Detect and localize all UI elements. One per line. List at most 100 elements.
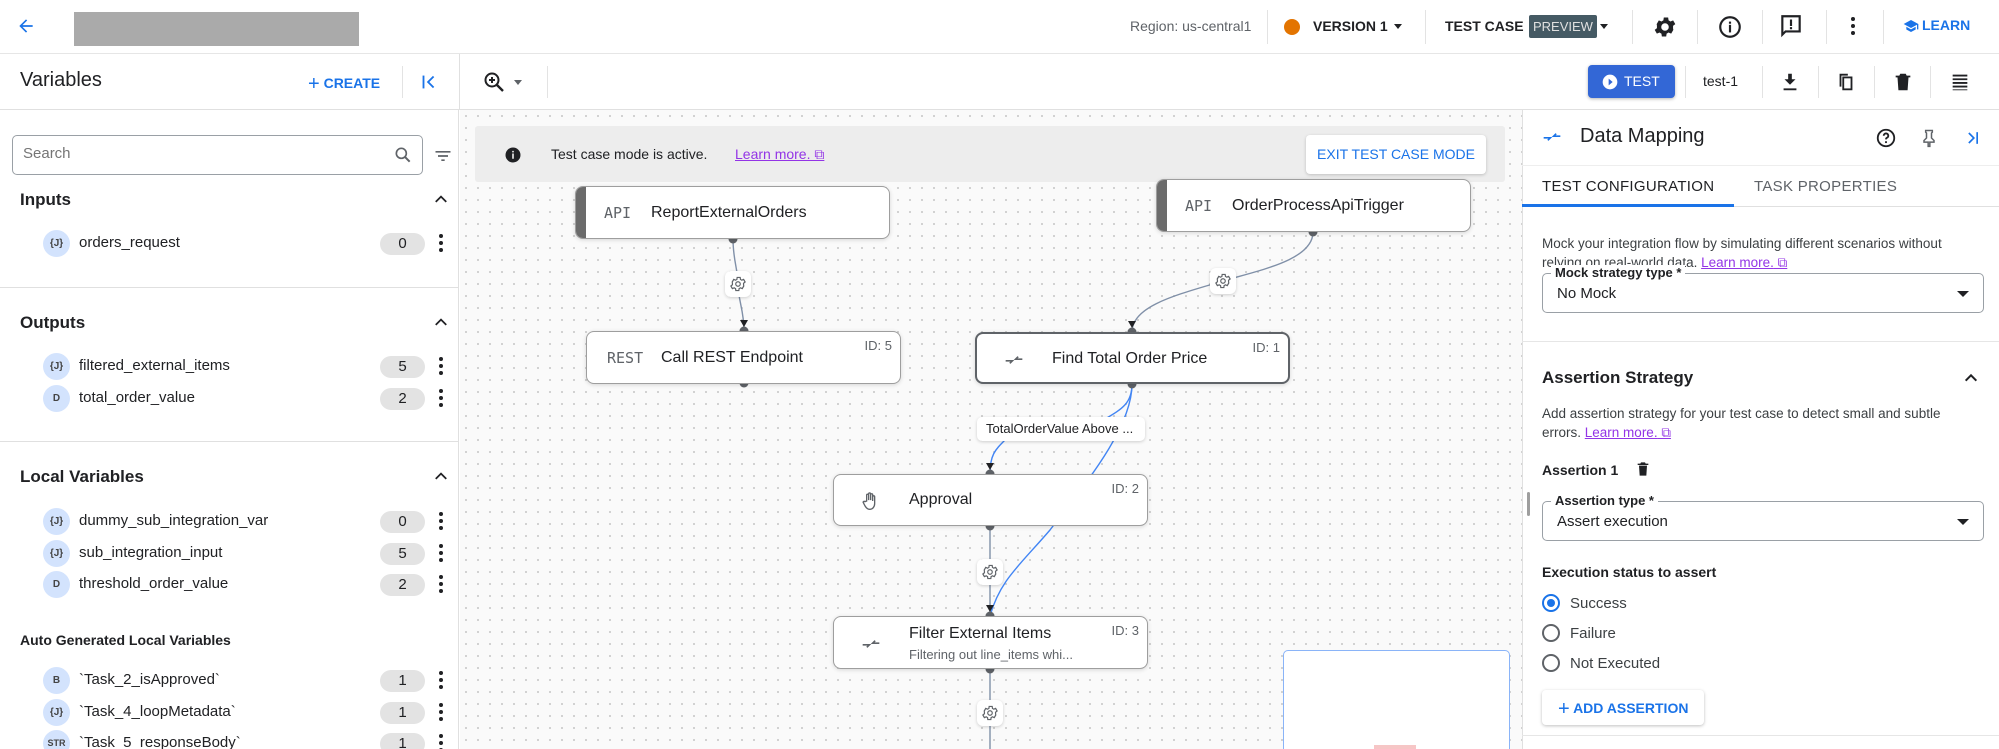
radio-label: Failure xyxy=(1570,625,1616,642)
variable-row[interactable]: STR `Task_5_responseBody` 1 xyxy=(0,728,458,749)
banner-learn-more-link[interactable]: Learn more. ⧉ xyxy=(735,146,825,162)
test-case-dropdown[interactable]: TEST CASE PREVIEW xyxy=(1443,14,1613,40)
search-input[interactable] xyxy=(12,135,423,175)
variable-row[interactable]: D threshold_order_value 2 xyxy=(0,569,458,599)
search-field[interactable] xyxy=(23,145,363,162)
task-node[interactable]: API ReportExternalOrders xyxy=(575,186,890,239)
tab-label: TEST CONFIGURATION xyxy=(1542,178,1715,195)
chevron-up-icon[interactable] xyxy=(434,192,448,206)
node-id: ID: 3 xyxy=(1111,623,1139,638)
radio-button[interactable] xyxy=(1542,654,1560,672)
delete-icon[interactable] xyxy=(1892,71,1914,93)
tab-task-properties[interactable]: TASK PROPERTIES xyxy=(1734,166,1914,207)
more-vert-icon[interactable] xyxy=(438,669,444,691)
variable-name: filtered_external_items xyxy=(79,357,230,374)
dropdown-arrow-icon xyxy=(1957,291,1969,297)
exit-test-case-mode-button[interactable]: EXIT TEST CASE MODE xyxy=(1306,135,1486,174)
add-assertion-label: ADD ASSERTION xyxy=(1573,700,1689,716)
variable-type-badge: {J} xyxy=(43,540,70,567)
more-vert-icon[interactable] xyxy=(438,232,444,254)
test-button[interactable]: TEST xyxy=(1588,65,1675,98)
chevron-up-icon[interactable] xyxy=(434,469,448,483)
variable-type-badge: D xyxy=(43,385,70,412)
mock-learn-more-link[interactable]: Learn more. ⧉ xyxy=(1701,255,1788,270)
variable-type-badge: {J} xyxy=(43,230,70,257)
task-node[interactable]: Approval ID: 2 xyxy=(833,474,1148,526)
variable-row[interactable]: {J} `Task_4_loopMetadata` 1 xyxy=(0,697,458,727)
more-vert-icon[interactable] xyxy=(438,510,444,532)
menu-lines-icon[interactable] xyxy=(1949,71,1971,93)
variable-row[interactable]: B `Task_2_isApproved` 1 xyxy=(0,665,458,695)
integration-canvas[interactable]: Test case mode is active. Learn more. ⧉ … xyxy=(460,110,1522,749)
node-id: ID: 5 xyxy=(864,338,892,353)
version-dropdown[interactable]: VERSION 1 xyxy=(1284,14,1409,40)
radio-label: Success xyxy=(1570,595,1627,612)
more-vert-icon[interactable] xyxy=(1850,15,1856,37)
node-subtitle: Filtering out line_items whi... xyxy=(909,647,1074,662)
task-node[interactable]: Find Total Order Price ID: 1 xyxy=(975,332,1290,384)
task-node[interactable]: REST Call REST Endpoint ID: 5 xyxy=(586,331,901,384)
radio-option[interactable]: Failure xyxy=(1522,623,1722,645)
back-arrow-icon[interactable] xyxy=(16,16,36,36)
caret-down-icon xyxy=(1394,24,1402,29)
chevron-up-icon[interactable] xyxy=(434,315,448,329)
edge-condition-label[interactable]: TotalOrderValue Above ... xyxy=(977,417,1145,441)
arrowhead-icon xyxy=(740,320,748,327)
section-heading: Inputs xyxy=(20,190,71,209)
delete-assertion-icon[interactable] xyxy=(1635,460,1651,478)
edge-config-button[interactable] xyxy=(725,271,751,297)
resize-handle[interactable] xyxy=(1527,492,1530,516)
variable-row[interactable]: {J} orders_request 0 xyxy=(0,228,458,258)
test-mode-banner: Test case mode is active. Learn more. ⧉ … xyxy=(475,126,1505,182)
test-label: TEST xyxy=(1624,73,1660,89)
data-mapping-icon xyxy=(1005,356,1023,364)
more-vert-icon[interactable] xyxy=(438,542,444,564)
variable-name: threshold_order_value xyxy=(79,575,229,592)
tab-test-configuration[interactable]: TEST CONFIGURATION xyxy=(1522,166,1734,207)
chevron-up-icon[interactable] xyxy=(1962,370,1980,386)
task-node[interactable]: API OrderProcessApiTrigger xyxy=(1156,179,1471,232)
variable-name: dummy_sub_integration_var xyxy=(79,512,269,529)
more-vert-icon[interactable] xyxy=(438,355,444,377)
settings-gear-icon[interactable] xyxy=(1652,14,1678,40)
radio-option[interactable]: Not Executed xyxy=(1522,653,1722,675)
edge-config-button[interactable] xyxy=(977,559,1003,585)
variable-row[interactable]: {J} dummy_sub_integration_var 0 xyxy=(0,506,458,536)
download-icon[interactable] xyxy=(1779,71,1801,93)
task-node[interactable]: Filter External Items ID: 3 Filtering ou… xyxy=(833,616,1148,669)
copy-icon[interactable] xyxy=(1835,71,1857,93)
info-icon[interactable] xyxy=(1717,14,1743,40)
rest-icon: REST xyxy=(607,348,644,367)
edge-config-button[interactable] xyxy=(977,700,1003,726)
variable-row[interactable]: {J} filtered_external_items 5 xyxy=(0,351,458,381)
more-vert-icon[interactable] xyxy=(438,701,444,723)
collapse-right-icon[interactable] xyxy=(1963,127,1983,149)
radio-button[interactable] xyxy=(1542,594,1560,612)
help-icon[interactable] xyxy=(1875,127,1897,149)
assertion-learn-more-link[interactable]: Learn more. ⧉ xyxy=(1584,425,1671,440)
zoom-dropdown[interactable] xyxy=(482,70,522,94)
edge-config-button[interactable] xyxy=(1210,268,1236,294)
test-case-name[interactable]: test-1 xyxy=(1703,73,1739,89)
minimap[interactable] xyxy=(1283,650,1510,749)
mock-strategy-select[interactable]: Mock strategy type * No Mock xyxy=(1542,265,1984,313)
sort-icon[interactable] xyxy=(433,146,453,166)
plus-icon: + xyxy=(308,73,320,95)
add-assertion-button[interactable]: + ADD ASSERTION xyxy=(1542,690,1704,725)
more-vert-icon[interactable] xyxy=(438,732,444,749)
feedback-icon[interactable] xyxy=(1778,13,1804,39)
radio-option[interactable]: Success xyxy=(1522,593,1722,615)
radio-button[interactable] xyxy=(1542,624,1560,642)
assertion-type-select[interactable]: Assertion type * Assert execution xyxy=(1542,493,1984,541)
variable-row[interactable]: D total_order_value 2 xyxy=(0,383,458,413)
pin-icon[interactable] xyxy=(1919,127,1939,149)
more-vert-icon[interactable] xyxy=(438,387,444,409)
usage-count: 1 xyxy=(380,733,425,749)
panel-title: Data Mapping xyxy=(1580,125,1705,147)
api-icon: API xyxy=(604,203,632,222)
radio-label: Not Executed xyxy=(1570,655,1661,672)
more-vert-icon[interactable] xyxy=(438,573,444,595)
variable-row[interactable]: {J} sub_integration_input 5 xyxy=(0,538,458,568)
collapse-left-icon[interactable] xyxy=(418,71,440,93)
create-variable-button[interactable]: + CREATE xyxy=(308,71,380,95)
